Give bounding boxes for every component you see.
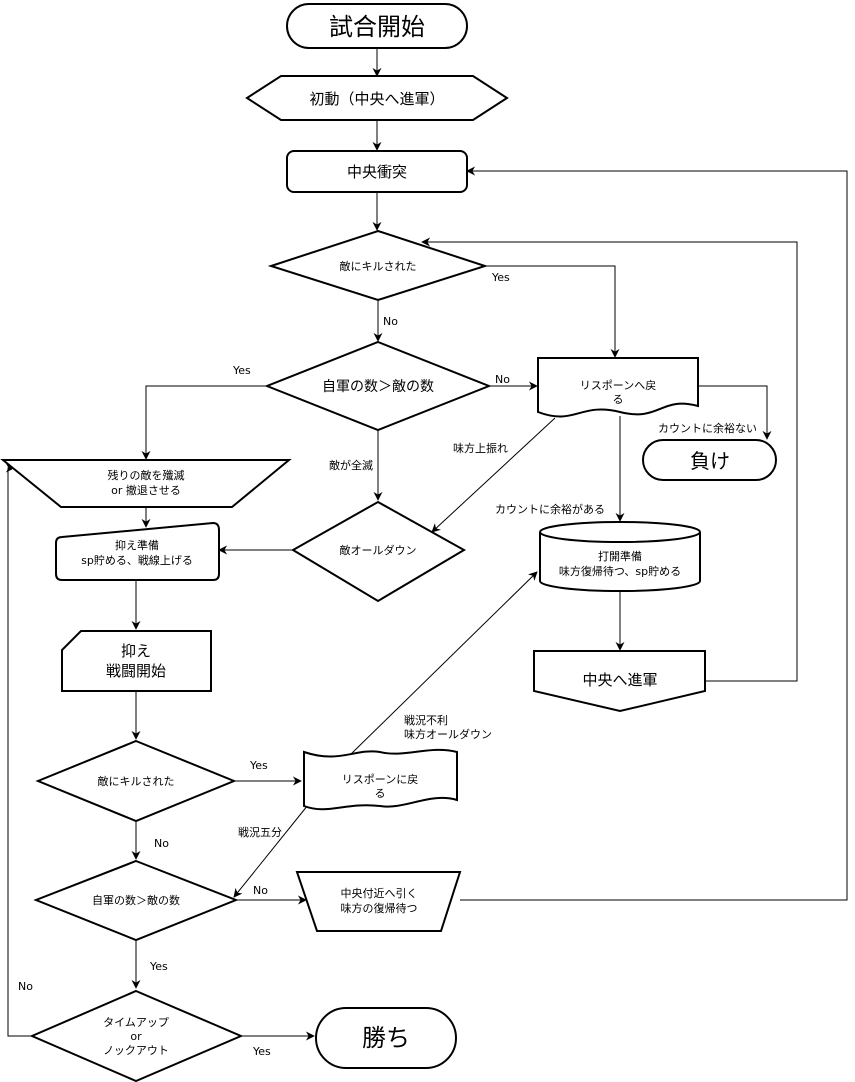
node-killed-1: 敵にキルされた (267, 229, 489, 302)
node-start: 試合開始 (286, 3, 468, 49)
edge-timeup-annihilate (5, 463, 35, 1037)
node-center-clash-label: 中央衝突 (347, 163, 407, 181)
edge-label-no-1: No (383, 315, 398, 328)
edge-respawn2-breakprep (349, 571, 538, 756)
edge-retreat-center (460, 166, 848, 901)
node-start-label: 試合開始 (329, 13, 425, 41)
node-respawn-1: リスポーンへ戻 る (537, 357, 699, 418)
node-retreat-center-label-line1: 中央付近へ引く (341, 886, 418, 900)
node-lose: 負け (642, 439, 777, 481)
edge-advance-killed1 (421, 237, 798, 682)
edge-label-count-spare-yes: カウントに余裕がある (495, 502, 605, 516)
node-initial-label: 初動（中央へ進軍） (309, 90, 444, 108)
node-hold-battle: 抑え 戦闘開始 (61, 630, 212, 692)
node-killed-2-label: 敵にキルされた (98, 775, 175, 788)
node-compare-1-label: 自軍の数＞敵の数 (322, 379, 434, 395)
node-advance-center-label: 中央へ進軍 (582, 671, 657, 689)
node-hold-prep-label-line2: sp貯める、戦線上げる (81, 553, 193, 567)
connectors (5, 48, 848, 1041)
node-break-prep: 打開準備 味方復帰待つ、sp貯める (539, 521, 701, 592)
edge-label-yes-2: Yes (232, 364, 251, 377)
edge-label-enemy-wiped: 敵が全滅 (329, 458, 373, 472)
node-timeup-label-line3: ノックアウト (103, 1044, 169, 1057)
node-compare-2-label: 自軍の数＞敵の数 (92, 894, 180, 907)
node-retreat-center-label-line2: 味方の復帰待つ (341, 901, 418, 915)
node-enemy-all-down-label: 敵オールダウン (340, 543, 417, 557)
node-timeup-label-line1: タイムアップ (103, 1016, 169, 1029)
edge-label-no-3: No (154, 837, 169, 850)
edge-label-yes-5: Yes (252, 1045, 271, 1058)
node-hold-battle-label-line1: 抑え (121, 642, 151, 660)
node-break-prep-label-line1: 打開準備 (598, 549, 642, 563)
edge-respawn2-compare2 (233, 804, 309, 898)
edge-label-ally-upswing: 味方上振れ (453, 441, 508, 455)
node-enemy-all-down: 敵オールダウン (291, 500, 467, 603)
node-annihilate-label-line1: 残りの敵を殲滅 (108, 468, 185, 482)
edge-label-even-situation: 戦況五分 (238, 825, 282, 839)
edge-label-no-4: No (253, 884, 268, 897)
edge-compare1-annihilate (141, 385, 268, 460)
edge-label-yes-4: Yes (149, 960, 168, 973)
node-center-clash: 中央衝突 (286, 150, 468, 193)
node-hold-battle-label-line2: 戦闘開始 (106, 662, 166, 680)
edge-label-no-2: No (495, 373, 510, 386)
node-initial: 初動（中央へ進軍） (245, 75, 509, 121)
node-compare-2: 自軍の数＞敵の数 (33, 859, 239, 942)
node-annihilate: 残りの敵を殲滅 or 撤退させる (0, 459, 292, 508)
edge-label-bad-situation-line1: 戦況不利 (404, 713, 448, 727)
edge-labels: Yes No Yes No 敵が全滅 味方上振れ カウントに余裕ない カウントに… (18, 271, 757, 1058)
node-compare-1: 自軍の数＞敵の数 (264, 340, 492, 432)
node-advance-center: 中央へ進軍 (533, 650, 706, 713)
node-break-prep-label-line2: 味方復帰待つ、sp貯める (559, 564, 681, 578)
node-retreat-center: 中央付近へ引く 味方の復帰待つ (295, 871, 462, 932)
edge-label-no-5: No (18, 980, 33, 993)
node-win-label: 勝ち (362, 1024, 410, 1052)
edge-label-yes-3: Yes (249, 759, 268, 772)
node-respawn-1-label-line1: リスポーンへ戻 (580, 379, 656, 392)
node-lose-label: 負け (690, 449, 730, 473)
node-win: 勝ち (315, 1007, 457, 1069)
node-hold-prep: 抑え準備 sp貯める、戦線上げる (55, 521, 220, 581)
node-timeup: タイムアップ or ノックアウト (29, 989, 244, 1082)
node-respawn-2-label-line2: る (375, 787, 386, 800)
node-respawn-1-label-line2: る (613, 393, 624, 406)
node-hold-prep-label-line1: 抑え準備 (115, 538, 159, 552)
node-timeup-label-line2: or (130, 1030, 142, 1043)
edge-respawn1-enemydown (431, 417, 556, 533)
node-respawn-2: リスポーンに戻 る (303, 748, 458, 811)
node-respawn-2-label-line1: リスポーンに戻 (342, 773, 418, 786)
node-killed-1-label: 敵にキルされた (340, 260, 417, 273)
edge-label-bad-situation-line2: 味方オールダウン (404, 727, 492, 741)
node-annihilate-label-line2: or 撤退させる (111, 483, 181, 497)
edge-label-yes-1: Yes (491, 271, 510, 284)
edge-respawn1-lose (698, 385, 772, 440)
edge-killed1-respawn1 (485, 265, 620, 358)
edge-label-count-spare-no: カウントに余裕ない (658, 421, 757, 435)
node-killed-2: 敵にキルされた (35, 739, 237, 823)
